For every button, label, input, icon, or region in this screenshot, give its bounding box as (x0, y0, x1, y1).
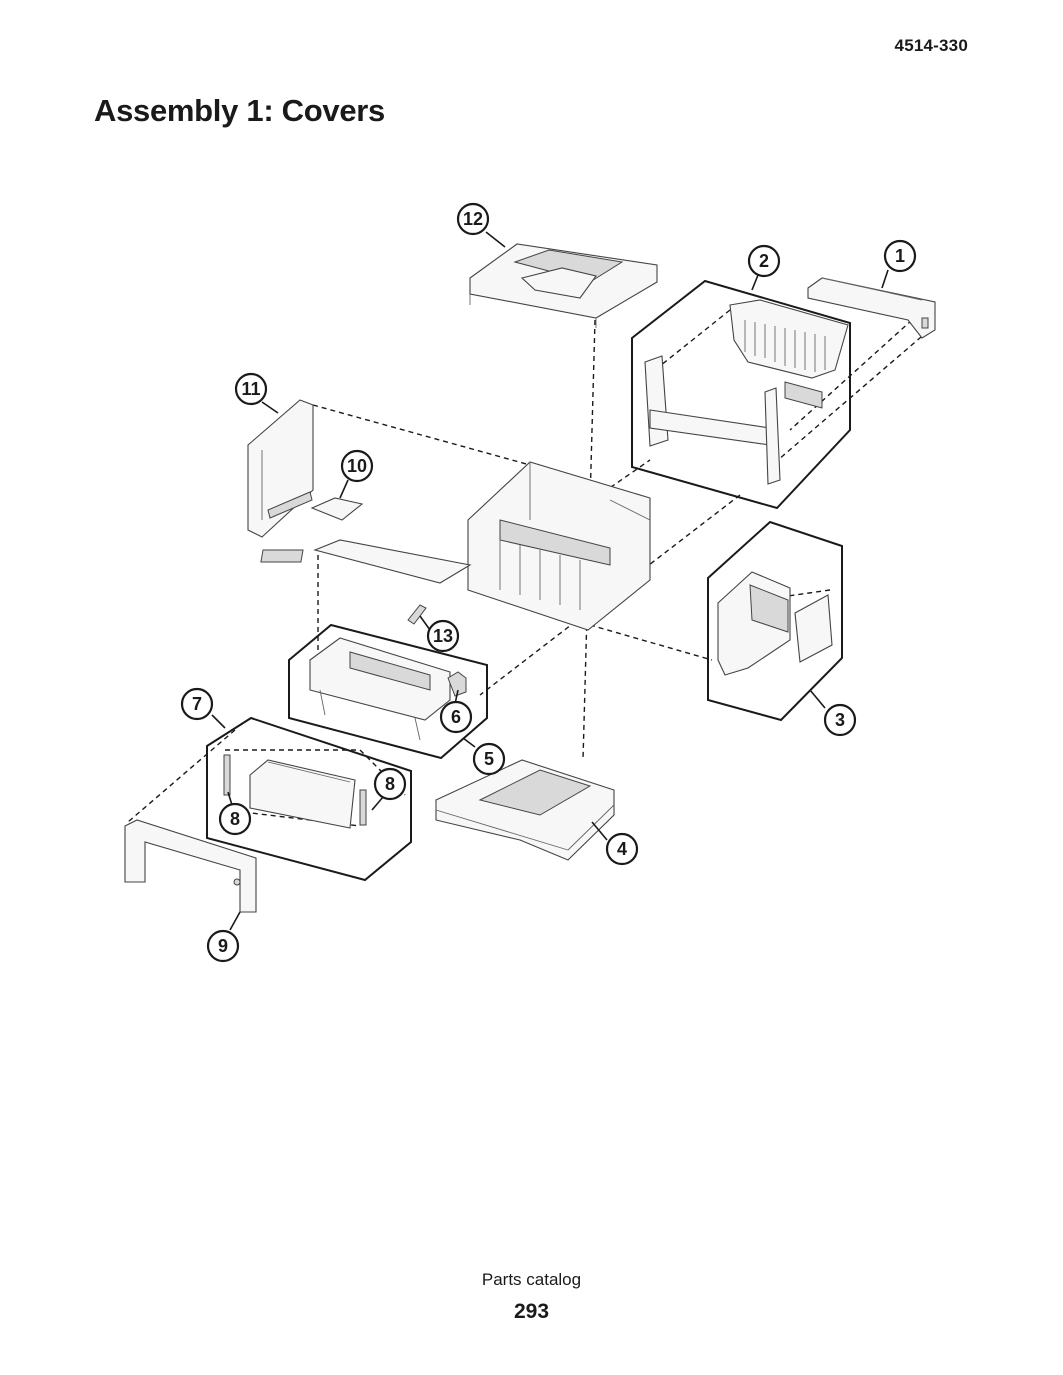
hinge-right-part (359, 789, 367, 826)
callout-number: 13 (433, 626, 453, 646)
callout-3: 3 (823, 703, 857, 737)
operator-panel-bezel-part (260, 497, 472, 584)
callout-number: 8 (230, 809, 240, 829)
frame-front-door-assembly (206, 716, 412, 882)
callout-7: 7 (180, 687, 214, 721)
callout-5: 5 (472, 742, 506, 776)
callout-number: 9 (218, 936, 228, 956)
callout-8-right: 8 (373, 767, 407, 801)
left-side-cover-part (247, 399, 314, 538)
callout-number: 7 (192, 694, 202, 714)
callout-number: 6 (451, 707, 461, 727)
callout-number: 5 (484, 749, 494, 769)
frame-front-access-assembly (288, 623, 488, 760)
callout-12: 12 (456, 202, 490, 236)
callout-11: 11 (234, 372, 268, 406)
callout-number: 10 (347, 456, 367, 476)
callout-number: 1 (895, 246, 905, 266)
callout-number: 3 (835, 710, 845, 730)
page-title: Assembly 1: Covers (94, 93, 385, 128)
top-cover-part (469, 243, 658, 328)
callout-number: 4 (617, 839, 627, 859)
callout-2: 2 (747, 244, 781, 278)
hinge-left-part (223, 754, 231, 796)
callout-6: 6 (439, 700, 473, 734)
inner-front-door-part (249, 759, 356, 829)
page-number: 293 (513, 1300, 550, 1323)
rear-top-cover-part (807, 277, 936, 339)
footer-section-label: Parts catalog (481, 1270, 582, 1289)
frame-rear-door-assembly (631, 279, 851, 510)
callout-number: 12 (463, 209, 483, 229)
model-number: 4514-330 (894, 36, 968, 55)
callout-number: 11 (241, 379, 260, 399)
callout-number: 8 (385, 774, 395, 794)
subassembly-frames (206, 279, 851, 882)
callout-8-left: 8 (218, 802, 252, 836)
paper-tray-part (435, 759, 615, 861)
lever-part (407, 604, 427, 625)
callout-leader-lines (211, 231, 889, 931)
callout-4: 4 (605, 832, 639, 866)
callout-13: 13 (426, 619, 460, 653)
frame-right-cover-assembly (707, 520, 843, 722)
front-cover-part (124, 819, 257, 913)
bracket-part (447, 671, 467, 697)
rear-door-part (644, 299, 849, 485)
printer-chassis-part (467, 461, 651, 631)
callout-number: 2 (759, 251, 769, 271)
callout-9: 9 (206, 929, 240, 963)
front-access-part (309, 637, 451, 741)
right-side-cover-part (717, 571, 833, 676)
callout-10: 10 (340, 449, 374, 483)
callout-1: 1 (883, 239, 917, 273)
